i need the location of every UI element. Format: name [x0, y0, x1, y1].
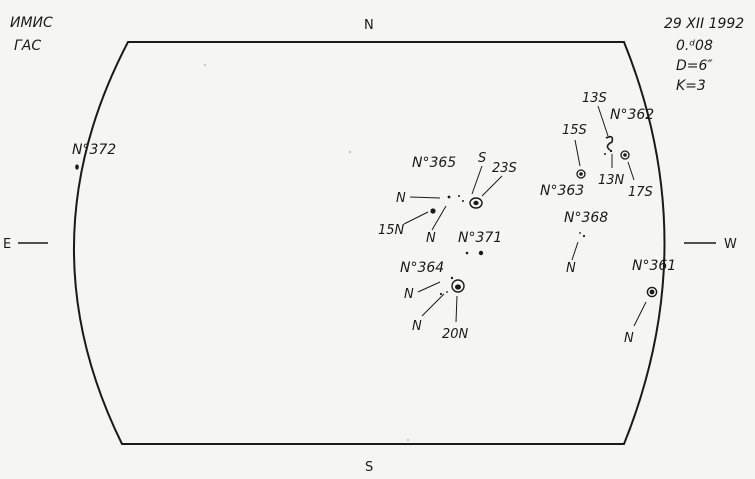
group-365-23s-label: 23S — [492, 161, 517, 176]
group-372-spot — [75, 164, 79, 170]
disk-outline — [72, 41, 666, 445]
group-364-n-upper-leader — [417, 281, 441, 293]
group-362-17s-leader — [627, 161, 635, 181]
group-368-n-leader — [571, 241, 579, 261]
group-371-spot-2 — [478, 250, 484, 256]
group-364-20n-leader — [455, 295, 458, 323]
institute-line1: ИМИС — [10, 15, 53, 31]
group-362-pore-2 — [609, 149, 613, 153]
group-363-umbra — [579, 172, 583, 176]
group-365-s-leader — [471, 165, 483, 195]
paper-speck-1 — [204, 64, 206, 66]
quality-index: K=3 — [676, 78, 706, 94]
group-364-n-lower-label: N — [412, 319, 422, 334]
group-362-leader-spot — [605, 135, 614, 151]
group-365-n-leader — [409, 196, 441, 199]
group-365-15n-label: 15N — [378, 223, 405, 238]
paper-speck-3 — [407, 439, 409, 441]
group-364-20n-label: 20N — [442, 327, 469, 342]
group-365-follower-spot — [430, 208, 436, 214]
group-365-pore-1 — [447, 195, 451, 199]
seeing-diameter: D=6″ — [676, 58, 713, 74]
group-365-n-below-label: N — [426, 231, 436, 246]
group-362-13s-label: 13S — [582, 91, 607, 106]
group-363-spot — [576, 169, 586, 179]
group-364-n-upper-label: N — [404, 287, 414, 302]
group-361-n-label: N — [624, 331, 634, 346]
group-368-spot-2 — [582, 234, 586, 238]
direction-east: E — [3, 237, 11, 252]
observation-date: 29 XII 1992 — [664, 16, 744, 32]
group-361-label: N°361 — [632, 258, 676, 274]
observation-time: 0.ᵈ08 — [676, 38, 713, 54]
direction-west: W — [724, 237, 737, 252]
group-364-pore-1 — [450, 276, 454, 280]
group-362-17s-label: 17S — [628, 185, 653, 200]
group-364-main-spot — [451, 279, 465, 293]
direction-south: S — [365, 460, 373, 475]
group-365-n-left-label: N — [396, 191, 406, 206]
institute-line2: ГАС — [14, 38, 41, 54]
group-371-label: N°371 — [458, 230, 502, 246]
group-365-23s-leader — [481, 175, 503, 197]
group-362-follower-spot — [620, 150, 630, 160]
group-368-spot-1 — [579, 232, 581, 234]
group-363-label: N°363 — [540, 183, 584, 199]
direction-north: N — [364, 18, 374, 33]
group-362-pore-1 — [604, 153, 606, 155]
group-361-n-leader — [633, 301, 647, 327]
group-368-n-label: N — [566, 261, 576, 276]
group-362-13n-label: 13N — [598, 173, 625, 188]
group-361-umbra — [649, 289, 655, 295]
group-368-label: N°368 — [564, 210, 608, 226]
group-364-label: N°364 — [400, 260, 444, 276]
group-365-pore-3 — [462, 200, 464, 202]
group-364-pore-2 — [439, 292, 443, 296]
group-363-15s-leader — [574, 139, 581, 167]
group-364-n-lower-leader — [421, 293, 445, 317]
group-363-15s-label: 15S — [562, 123, 587, 138]
group-365-label: N°365 — [412, 155, 456, 171]
group-365-n-below-leader — [431, 205, 447, 231]
group-371-spot-1 — [465, 251, 469, 255]
group-362-follower-umbra — [623, 153, 627, 157]
group-364-main-umbra — [455, 284, 461, 290]
group-362-label: N°362 — [610, 107, 654, 123]
group-361-spot — [646, 286, 658, 298]
paper-speck-2 — [349, 151, 351, 153]
group-364-pore-3 — [446, 291, 448, 293]
group-365-leader-umbra — [473, 200, 479, 206]
group-365-leader-spot — [469, 197, 483, 209]
group-365-s-label: S — [478, 151, 486, 166]
group-365-pore-2 — [458, 195, 460, 197]
group-365-15n-leader — [403, 211, 429, 225]
group-362-13s-leader — [597, 105, 609, 137]
group-372-label: N°372 — [72, 142, 116, 158]
